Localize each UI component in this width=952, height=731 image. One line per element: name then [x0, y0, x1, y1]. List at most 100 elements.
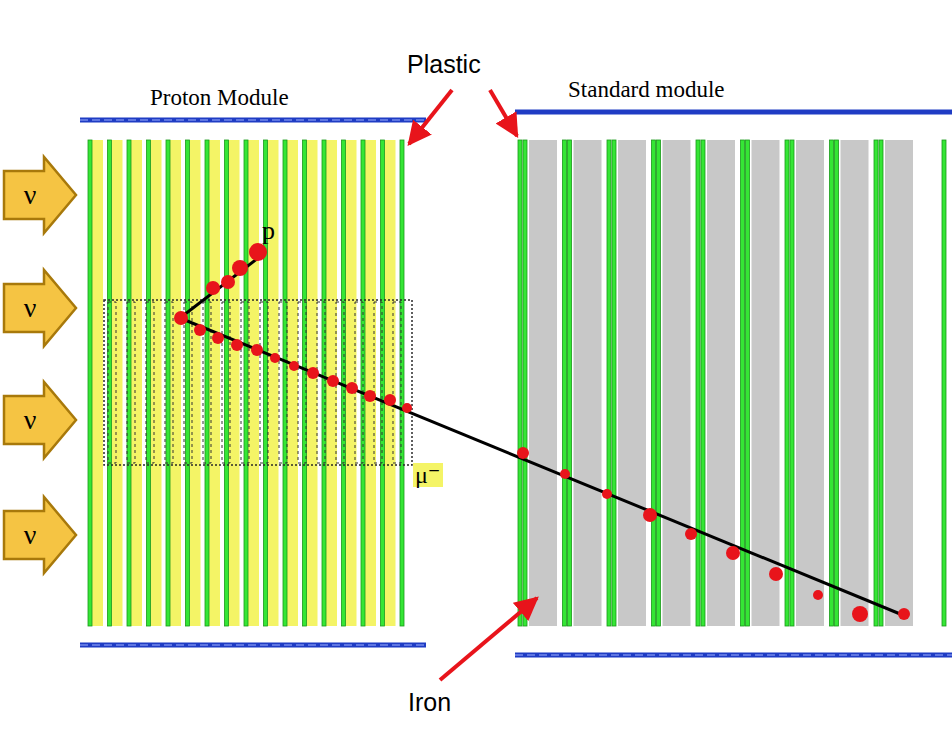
iron-planes: [518, 140, 946, 626]
scintillator-plane: [785, 140, 789, 626]
scintillator-plane: [225, 140, 229, 626]
inner-cell: [127, 302, 135, 463]
module-title: Standard module: [568, 78, 725, 101]
inner-cell: [165, 302, 173, 463]
leader-arrows: [409, 90, 537, 680]
iron-plate: [618, 140, 646, 626]
scintillator-plane: [830, 140, 834, 626]
scintillator-plane: [874, 140, 878, 626]
inner-cell: [279, 302, 287, 463]
neutrino-arrows: [4, 157, 76, 573]
iron-plate: [841, 140, 869, 626]
scintillator-plane: [942, 140, 946, 626]
inner-cell: [393, 302, 401, 463]
plastic-strip: [92, 140, 103, 626]
hit-dot: [270, 353, 280, 363]
hit-dot: [726, 546, 740, 560]
neutrino-arrow: [4, 382, 76, 458]
inner-cell: [317, 302, 325, 463]
scintillator-plane: [612, 140, 616, 626]
hit-dot: [813, 590, 823, 600]
inner-cell: [298, 302, 306, 463]
inner-cell: [108, 302, 116, 463]
neutrino-symbol: ν: [24, 406, 37, 434]
particle-tracks: [180, 255, 905, 616]
plastic-strip: [248, 140, 259, 626]
scintillator-plane: [835, 140, 839, 626]
inner-cell: [260, 302, 268, 463]
neutrino-symbol: ν: [24, 521, 37, 549]
plastic-strip: [229, 140, 240, 626]
hit-dot: [364, 390, 376, 402]
scintillator-plane: [108, 140, 112, 626]
hit-dot: [685, 528, 697, 540]
neutrino-arrow: [4, 270, 76, 346]
plastic-strip: [112, 140, 123, 626]
hit-dot: [249, 243, 267, 261]
scintillator-planes: [88, 140, 404, 626]
iron-plate: [663, 140, 691, 626]
plastic-strip: [385, 140, 396, 626]
module-title: Proton Module: [150, 86, 289, 109]
scintillator-plane: [283, 140, 287, 626]
scintillator-plane: [652, 140, 656, 626]
hit-dot: [769, 567, 783, 581]
hit-dot: [206, 281, 220, 295]
scintillator-plane: [657, 140, 661, 626]
scintillator-plane: [790, 140, 794, 626]
scintillator-plane: [381, 140, 385, 626]
hit-dot: [327, 375, 339, 387]
plastic-strip: [307, 140, 318, 626]
neutrino-arrow: [4, 157, 76, 233]
scintillator-plane: [205, 140, 209, 626]
part-label: Iron: [408, 690, 451, 715]
hit-dot: [898, 608, 910, 620]
hit-dot: [402, 403, 412, 413]
scintillator-plane: [88, 140, 92, 626]
inner-region: [104, 300, 412, 465]
hit-dot: [643, 508, 657, 522]
hit-dot: [289, 361, 299, 371]
scintillator-plane: [696, 140, 700, 626]
plastic-strip: [209, 140, 220, 626]
particle-label: p: [262, 218, 275, 244]
scintillator-plane: [563, 140, 567, 626]
inner-cell: [374, 302, 382, 463]
plastic-strip: [170, 140, 181, 626]
scintillator-plane: [303, 140, 307, 626]
part-label: Plastic: [407, 52, 481, 77]
plastic-strip: [190, 140, 201, 626]
hit-dot: [384, 394, 396, 406]
scintillator-plane: [701, 140, 705, 626]
inner-cell: [184, 302, 192, 463]
scintillator-plane: [400, 140, 404, 626]
scintillator-plane: [244, 140, 248, 626]
neutrino-arrow: [4, 497, 76, 573]
iron-plate: [885, 140, 913, 626]
scintillator-plane: [322, 140, 326, 626]
neutrino-symbol: ν: [24, 294, 37, 322]
inner-cell: [146, 302, 154, 463]
hit-dot: [221, 275, 235, 289]
scintillator-plane: [127, 140, 131, 626]
scintillator-plane: [879, 140, 883, 626]
scintillator-plane: [361, 140, 365, 626]
plastic-strip: [365, 140, 376, 626]
scintillator-plane: [147, 140, 151, 626]
hit-dot: [560, 469, 570, 479]
particle-label: μ⁻: [413, 463, 443, 487]
hit-dot: [212, 332, 224, 344]
scintillator-plane: [568, 140, 572, 626]
hit-dot: [174, 311, 188, 325]
scintillator-plane: [264, 140, 268, 626]
iron-plate: [796, 140, 824, 626]
hit-dot: [232, 260, 248, 276]
scintillator-plane: [518, 140, 522, 626]
hit-dot: [852, 606, 868, 622]
iron-plate: [574, 140, 602, 626]
hit-dot: [602, 489, 612, 499]
plastic-strip: [151, 140, 162, 626]
scintillator-plane: [166, 140, 170, 626]
scintillator-plane: [607, 140, 611, 626]
